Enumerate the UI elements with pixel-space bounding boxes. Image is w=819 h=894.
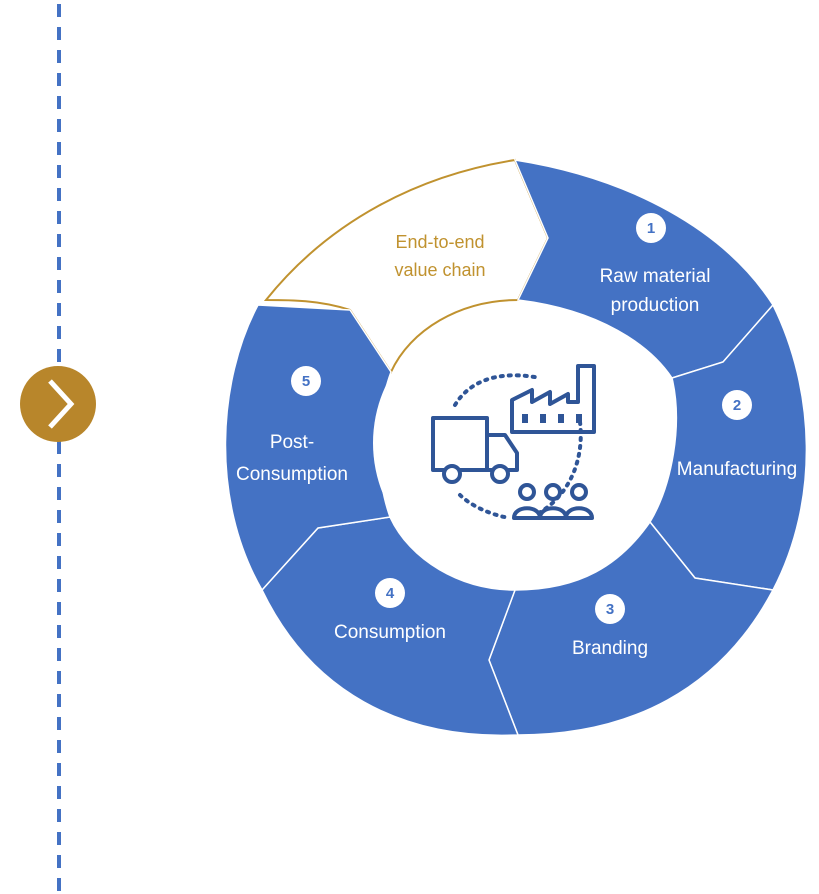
number-badge-text: 5	[302, 373, 310, 390]
number-badge-1: 1	[636, 213, 666, 243]
segment-2-label: Manufacturing	[677, 459, 797, 480]
vertical-dashed-divider	[57, 4, 61, 894]
segment-5-label-line1: Post-	[270, 432, 314, 453]
number-badge-text: 1	[647, 220, 655, 237]
number-badge-4: 4	[375, 578, 405, 608]
number-badge-3: 3	[595, 594, 625, 624]
number-badge-text: 3	[606, 601, 614, 618]
number-badge-text: 4	[386, 585, 395, 602]
chevron-right-icon	[48, 379, 75, 429]
segment-1-label-line2: production	[611, 295, 700, 316]
number-badge-5: 5	[291, 366, 321, 396]
segment-5-label-line2: Consumption	[236, 464, 348, 485]
end-to-end-label-line1: End-to-end	[395, 232, 484, 252]
number-badge-text: 2	[733, 397, 741, 414]
supply-chain-icon	[431, 364, 596, 520]
segment-1-label-line1: Raw material	[600, 266, 711, 287]
end-to-end-label-line2: value chain	[394, 260, 485, 280]
segment-4-label: Consumption	[334, 622, 446, 643]
segment-end-to-end	[263, 158, 550, 375]
number-badge-2: 2	[722, 390, 752, 420]
chevron-right-button[interactable]	[19, 365, 97, 443]
segment-3-label: Branding	[572, 638, 648, 659]
